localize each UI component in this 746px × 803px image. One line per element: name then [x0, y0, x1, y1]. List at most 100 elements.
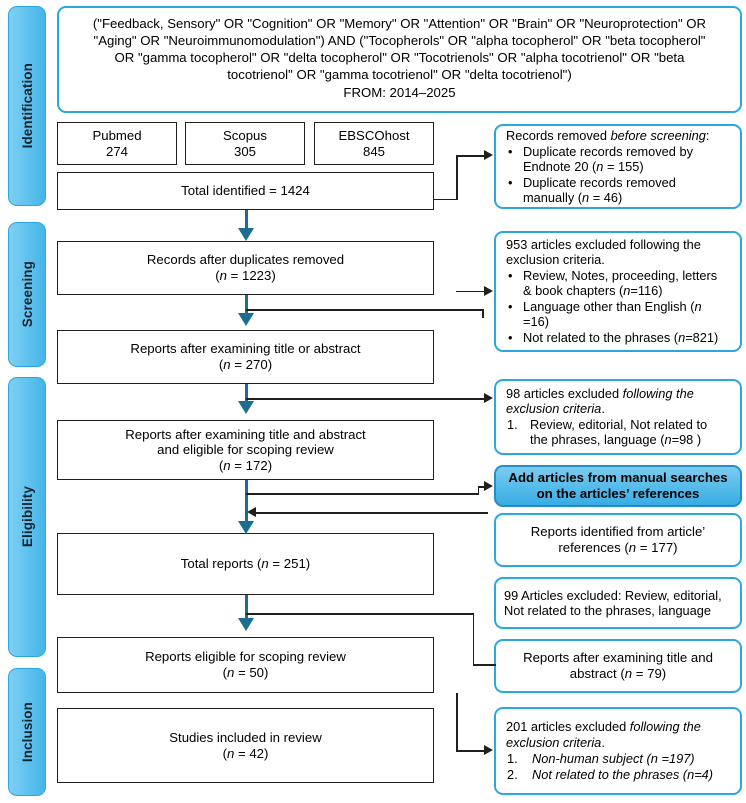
connector-manual-horizontal	[246, 493, 479, 495]
phase-bar-screening: Screening	[8, 222, 46, 367]
reports-eligible-count: (n = 50)	[222, 665, 269, 680]
arrow-down-icon	[238, 401, 254, 414]
eligible-scoping-count: (n = 172)	[218, 457, 273, 473]
connector-references-drop	[486, 512, 489, 514]
inclusion-exclusions-list: 1.Non-human subject (n =197) 2.Not relat…	[498, 751, 738, 783]
list-item: 2.Not related to the phrases (n=4)	[507, 766, 714, 782]
database-count-ebscohost: 845	[362, 143, 385, 159]
reports-title-or-abstract-box: Reports after examining title or abstrac…	[57, 330, 434, 384]
phase-label-eligibility: Eligibility	[19, 486, 35, 548]
connector-98-vertical	[482, 398, 484, 400]
phase-bar-inclusion: Inclusion	[8, 668, 46, 796]
phase-bar-identification: Identification	[8, 6, 46, 206]
search-query-line-3: OR "gamma tocopherol" OR "delta tocopher…	[114, 49, 685, 65]
connector-removed-horizontal-lower	[434, 198, 458, 201]
inclusion-exclusions-box: 201 articles excluded following the excl…	[494, 707, 742, 795]
phase-bar-eligibility: Eligibility	[8, 377, 46, 657]
arrow-down-icon	[238, 228, 254, 241]
total-reports-box: Total reports (n = 251)	[57, 533, 434, 595]
connector-953-vertical	[482, 309, 484, 318]
total-identified-label: Total identified = 1424	[181, 183, 310, 199]
connector-953-arm	[456, 290, 486, 293]
screening-exclusions-heading-1: 953 articles excluded following the	[506, 236, 701, 252]
arrow-down-icon	[238, 618, 254, 631]
arrow-right-icon	[484, 393, 493, 403]
list-item: •Review, Notes, proceeding, letters& boo…	[508, 268, 718, 299]
phase-label-screening: Screening	[19, 261, 35, 328]
database-name-scopus: Scopus	[223, 127, 267, 143]
database-box-ebscohost: EBSCOhost 845	[314, 122, 434, 165]
connector-201-horizontal	[456, 750, 486, 752]
records-removed-heading: Records removed before screening:	[506, 127, 710, 143]
reports-title-abstract-79-count: abstract (n = 79)	[569, 666, 667, 681]
search-query-box: ("Feedback, Sensory" OR "Cognition" OR "…	[57, 6, 742, 113]
total-reports-label: Total reports (n = 251)	[180, 556, 311, 572]
arrow-down-icon	[238, 313, 254, 326]
search-query-line-1: ("Feedback, Sensory" OR "Cognition" OR "…	[92, 16, 707, 32]
studies-included-box: Studies included in review (n = 42)	[57, 708, 434, 783]
database-name-ebscohost: EBSCOhost	[338, 127, 410, 143]
connector-manual-vertical	[477, 486, 480, 494]
eligibility-exclusions-heading-1: 98 articles excluded following the	[506, 385, 694, 401]
list-item: •Language other than English (n=16)	[508, 299, 702, 330]
eligibility-exclusions-heading-2: exclusion criteria.	[506, 401, 605, 417]
connector-79-vertical	[472, 613, 475, 665]
eligibility-exclusions-box: 98 articles excluded following the exclu…	[494, 379, 742, 455]
database-name-pubmed: Pubmed	[92, 127, 142, 143]
connector-removed-horizontal-upper	[456, 155, 486, 157]
phase-label-identification: Identification	[19, 63, 35, 149]
inclusion-exclusions-heading-1: 201 articles excluded following the	[506, 719, 701, 735]
records-after-duplicates-count: (n = 1223)	[215, 268, 276, 283]
list-item: 1.Non-human subject (n =197)	[507, 750, 695, 766]
database-box-scopus: Scopus 305	[185, 122, 305, 165]
reports-from-references-line-1: Reports identified from article’	[530, 524, 706, 540]
connector-references-horizontal	[256, 512, 488, 514]
inclusion-exclusions-heading-2: exclusion criteria.	[506, 734, 605, 750]
eligible-scoping-box: Reports after examining title and abstra…	[57, 420, 434, 480]
manual-search-line-1: Add articles from manual searches	[508, 470, 728, 486]
connector-total-to-eligible-review	[244, 595, 248, 620]
search-query-line-2: "Aging" OR "Neuroimmunomodulation") AND …	[93, 33, 706, 49]
connector-98-horizontal	[246, 398, 484, 400]
database-count-pubmed: 274	[105, 143, 128, 159]
reports-eligible-label: Reports eligible for scoping review	[145, 649, 346, 665]
reports-title-or-abstract-count: (n = 270)	[218, 357, 273, 372]
screening-exclusions-list: •Review, Notes, proceeding, letters& boo…	[498, 268, 738, 346]
search-query-line-4: tocotrienol" OR "gamma tocotrienol" OR "…	[227, 66, 572, 82]
reports-title-or-abstract-label: Reports after examining title or abstrac…	[130, 341, 361, 357]
eligible-scoping-line-2: and eligible for scoping review	[157, 442, 334, 458]
screening-exclusions-box: 953 articles excluded following the excl…	[494, 231, 742, 352]
connector-identified-to-duplicates	[244, 210, 248, 230]
connector-79-horizontal-bottom	[472, 664, 496, 666]
connector-manual-arm	[477, 486, 487, 488]
arrow-right-icon	[484, 285, 493, 296]
arrow-down-icon	[238, 521, 254, 534]
list-item: •Not related to the phrases (n=821)	[508, 330, 719, 346]
total-identified-box: Total identified = 1424	[57, 172, 434, 210]
database-count-scopus: 305	[233, 143, 256, 159]
connector-79-horizontal-top	[246, 613, 474, 615]
reports-title-abstract-79-line-1: Reports after examining title and	[523, 650, 713, 666]
studies-included-count: (n = 42)	[222, 745, 269, 761]
reports-from-references-count: references (n = 177)	[558, 540, 678, 555]
connector-eligible-to-total	[244, 480, 248, 525]
records-removed-box: Records removed before screening: •Dupli…	[494, 124, 742, 209]
reports-from-references-box: Reports identified from article’ referen…	[494, 513, 742, 567]
arrow-left-icon	[247, 507, 256, 517]
studies-included-label: Studies included in review	[169, 729, 322, 745]
articles-excluded-99-line-1: 99 Articles excluded: Review, editorial,	[504, 587, 722, 603]
articles-excluded-99-line-2: Not related to the phrases, language	[504, 603, 712, 618]
connector-duplicates-to-title	[244, 295, 248, 315]
reports-title-abstract-79-box: Reports after examining title and abstra…	[494, 639, 742, 693]
reports-eligible-box: Reports eligible for scoping review (n =…	[57, 637, 434, 693]
manual-search-line-2: on the articles’ references	[536, 486, 700, 501]
search-query-date-range: FROM: 2014–2025	[343, 85, 456, 101]
connector-removed-vertical	[456, 155, 458, 200]
connector-201-vertical	[456, 693, 458, 751]
